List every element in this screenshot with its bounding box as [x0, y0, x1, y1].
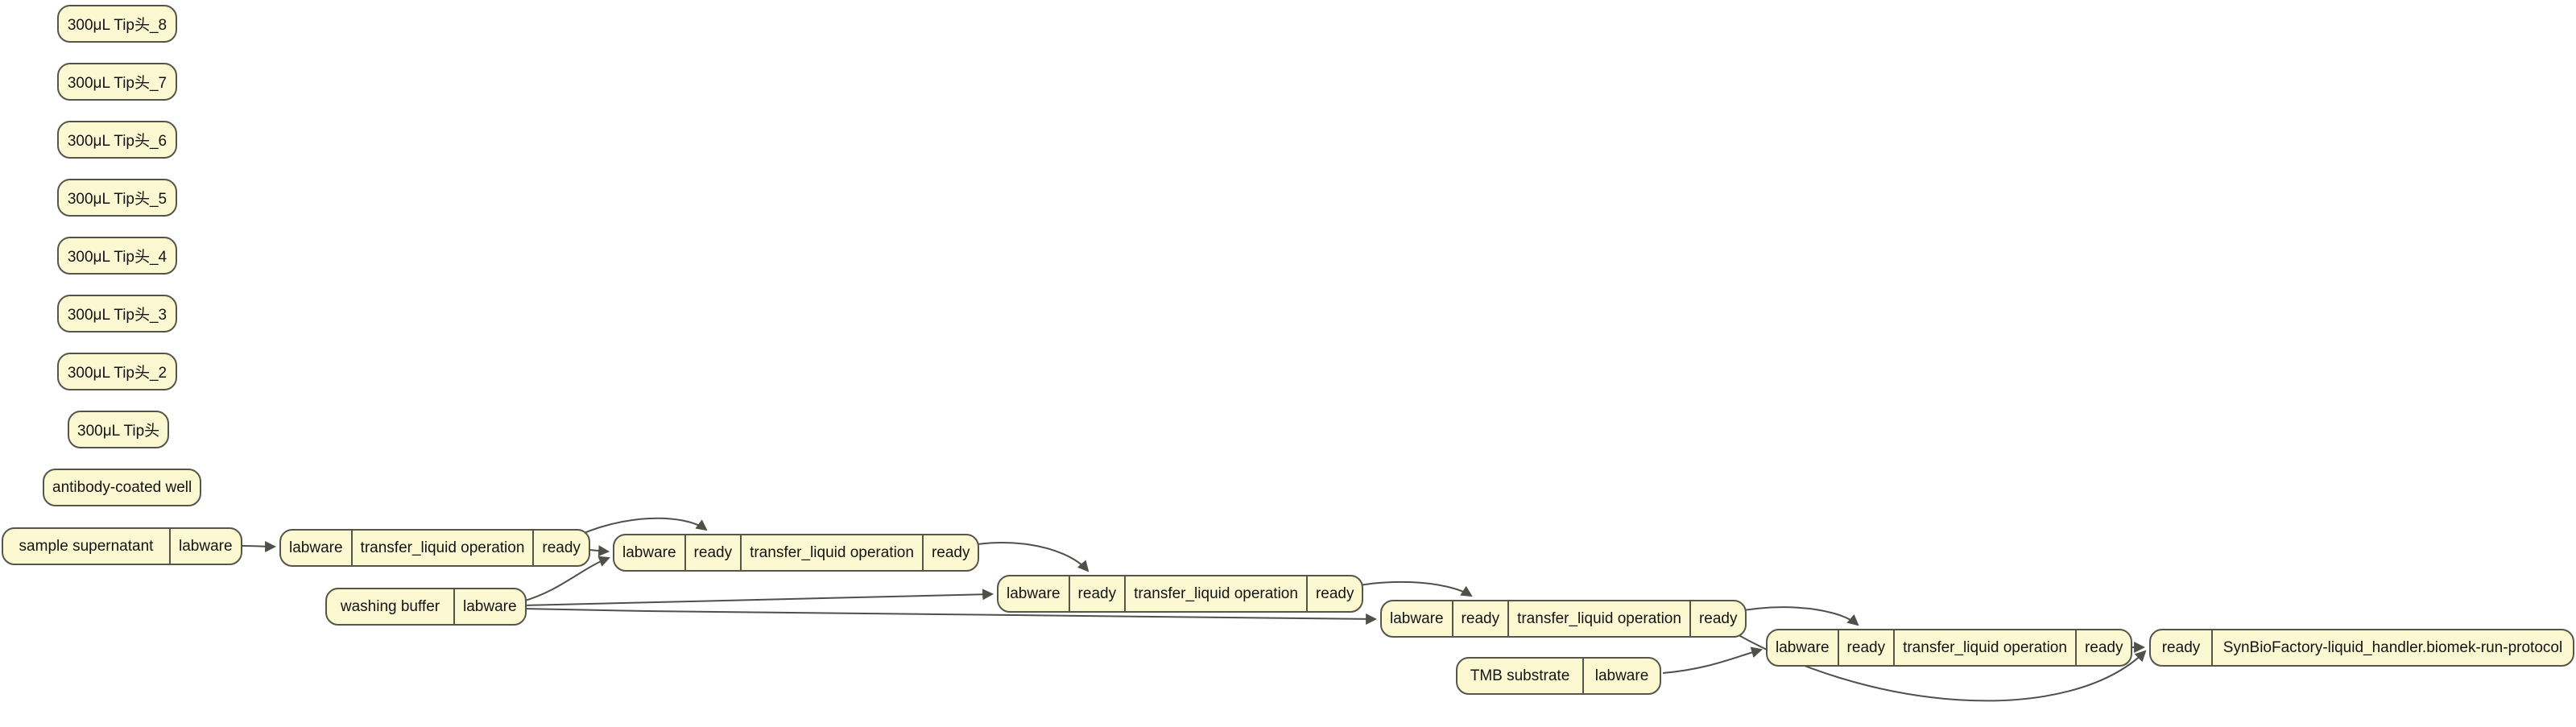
washing-buffer-field-0: washing buffer — [340, 597, 440, 615]
run-protocol-field-0: ready — [2161, 638, 2201, 656]
node-tip-8: 300μL Tip头_8 — [57, 5, 177, 43]
node-tip-5: 300μL Tip头_5 — [57, 179, 177, 217]
node-sample-supernatant: sample supernatant labware — [2, 527, 242, 565]
edge-e10-tmb-substrate-to-transfer-op-5 — [1662, 646, 1764, 674]
transfer-op-1-field-1: transfer_liquid operation — [350, 531, 533, 565]
node-tip-2: 300μL Tip头_2 — [57, 353, 177, 390]
transfer-op-4-field-2: transfer_liquid operation — [1507, 601, 1689, 636]
tip-7-field-0: 300μL Tip头_7 — [67, 75, 167, 92]
tip-6-field-0: 300μL Tip头_6 — [67, 133, 167, 150]
transfer-op-5-field-3: ready — [2074, 630, 2132, 665]
transfer-op-1-field-0: labware — [289, 539, 343, 556]
antibody-coated-well-field-0: antibody-coated well — [52, 478, 192, 496]
run-protocol-field-1: SynBioFactory-liquid_handler.biomek-run-… — [2211, 630, 2573, 665]
washing-buffer-field-1: labware — [453, 589, 525, 624]
edge-e5-washing-buffer-to-transfer-op-3 — [522, 589, 994, 606]
transfer-op-2-field-3: ready — [921, 535, 978, 570]
tmb-substrate-field-1: labware — [1582, 659, 1660, 693]
node-tip-3: 300μL Tip头_3 — [57, 295, 177, 333]
transfer-op-2-field-1: ready — [684, 535, 741, 570]
transfer-op-2-field-2: transfer_liquid operation — [740, 535, 922, 570]
transfer-op-5-field-2: transfer_liquid operation — [1893, 630, 2075, 665]
tip-4-field-0: 300μL Tip头_4 — [67, 249, 167, 266]
node-tip-6: 300μL Tip头_6 — [57, 121, 177, 159]
sample-supernatant-field-1: labware — [169, 529, 241, 564]
tip-3-field-0: 300μL Tip头_3 — [67, 307, 167, 324]
transfer-op-3-field-0: labware — [1007, 584, 1061, 602]
node-tip-1: 300μL Tip头 — [68, 411, 170, 448]
node-run-protocol: ready SynBioFactory-liquid_handler.biomek… — [2149, 629, 2574, 667]
sample-supernatant-field-0: sample supernatant — [19, 537, 154, 555]
node-tip-7: 300μL Tip头_7 — [57, 63, 177, 101]
transfer-op-4-field-1: ready — [1451, 601, 1508, 636]
tip-8-field-0: 300μL Tip头_8 — [67, 17, 167, 34]
node-tmb-substrate: TMB substrate labware — [1456, 657, 1661, 695]
edge-e4-washing-buffer-to-transfer-op-2 — [522, 556, 610, 602]
transfer-op-3-field-2: transfer_liquid operation — [1124, 576, 1306, 611]
transfer-op-4-field-3: ready — [1689, 601, 1746, 636]
tip-5-field-0: 300μL Tip头_5 — [67, 191, 167, 208]
tip-2-field-0: 300μL Tip头_2 — [67, 365, 167, 382]
transfer-op-4-field-0: labware — [1390, 609, 1444, 627]
tip-1-field-0: 300μL Tip头 — [77, 423, 160, 440]
transfer-op-1-field-2: ready — [532, 531, 589, 565]
edge-e3-transfer-op-1-to-transfer-op-2 — [571, 517, 708, 539]
transfer-op-5-field-1: ready — [1837, 630, 1894, 665]
tmb-substrate-field-0: TMB substrate — [1470, 667, 1570, 684]
transfer-op-3-field-1: ready — [1068, 576, 1125, 611]
node-washing-buffer: washing buffer labware — [325, 588, 527, 626]
edge-e1-sample-supernatant-to-transfer-op-1 — [241, 540, 277, 552]
transfer-op-5-field-0: labware — [1776, 638, 1830, 656]
transfer-op-2-field-0: labware — [622, 543, 676, 561]
node-tip-4: 300μL Tip头_4 — [57, 237, 177, 275]
transfer-op-3-field-3: ready — [1305, 576, 1362, 611]
node-antibody-coated-well: antibody-coated well — [43, 469, 202, 506]
